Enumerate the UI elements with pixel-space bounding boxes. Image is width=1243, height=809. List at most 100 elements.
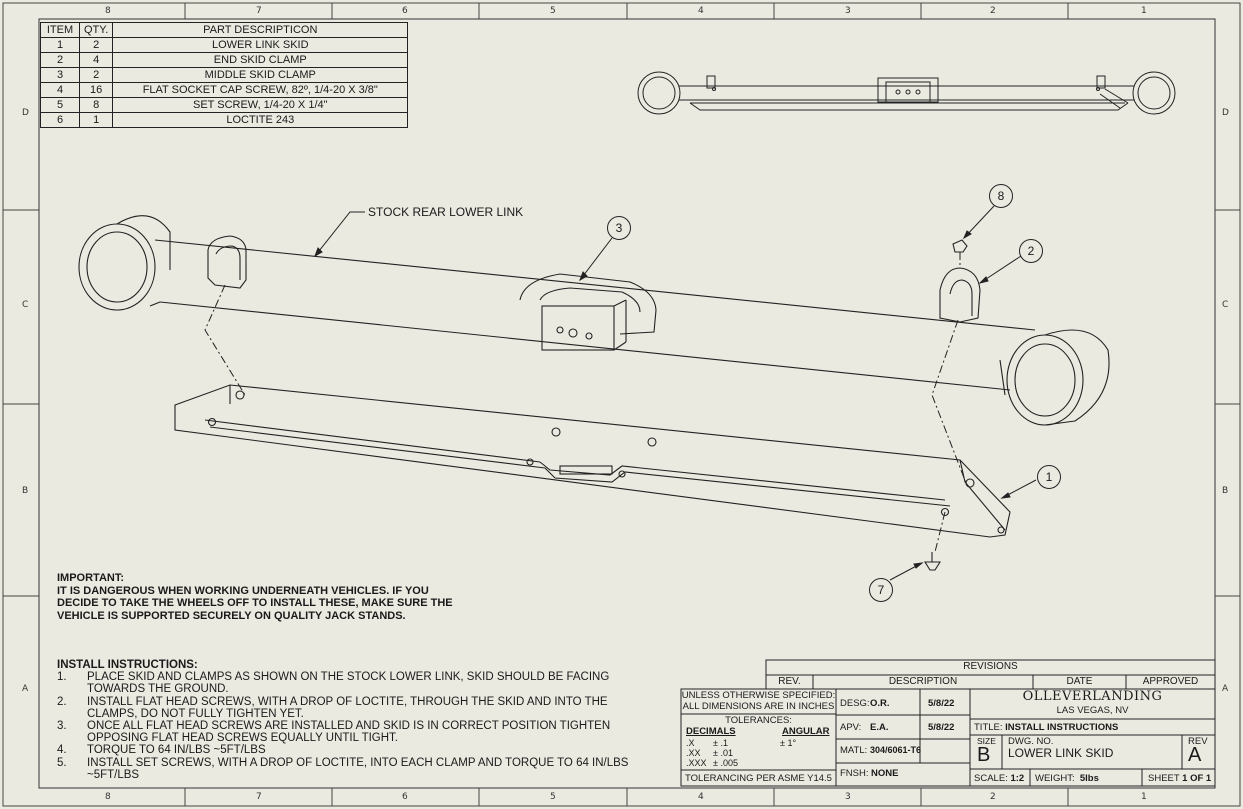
scale-label: SCALE:	[974, 773, 1008, 784]
install-step: 4.TORQUE TO 64 IN/LBS ~5FT/LBS	[57, 744, 667, 756]
zone-label-row: C	[22, 300, 29, 310]
bom-qty: 1	[78, 112, 114, 128]
revisions-title: REVISIONS	[963, 661, 1018, 672]
zone-label-col: 7	[256, 792, 262, 802]
dwg-number-value: LOWER LINK SKID	[1008, 746, 1114, 760]
tol-xxx-label: .XXX	[686, 758, 707, 768]
balloon-item-2: 2	[1019, 239, 1043, 263]
step-text: TORQUE TO 64 IN/LBS ~5FT/LBS	[87, 744, 266, 757]
zone-label-row: B	[1222, 486, 1229, 496]
step-text: PLACE SKID AND CLAMPS AS SHOWN ON THE ST…	[87, 671, 610, 684]
zone-label-row: A	[22, 684, 29, 694]
unless-specified: UNLESS OTHERWISE SPECIFIED: ALL DIMENSIO…	[681, 690, 836, 712]
scale: SCALE: 1:2	[974, 773, 1024, 784]
apv-value: E.A.	[870, 722, 889, 733]
isometric-assembly	[78, 215, 1110, 571]
size-label: SIZE	[977, 736, 996, 746]
bom-description: MIDDLE SKID CLAMP	[112, 67, 409, 83]
bom-header-description: PART DESCRIPTICON	[112, 22, 409, 38]
matl-value: 304/6061-T6	[870, 745, 922, 755]
revisions-header-approved: APPROVED	[1142, 676, 1199, 687]
balloon-item-1: 1	[1037, 465, 1061, 489]
step-text: CLAMPS, DO NOT FULLY TIGHTEN YET.	[87, 707, 304, 720]
safety-note-line: IT IS DANGEROUS WHEN WORKING UNDERNEATH …	[57, 584, 429, 597]
install-heading: INSTALL INSTRUCTIONS:	[57, 659, 198, 671]
sheet-value: 1 OF 1	[1182, 773, 1212, 784]
weight: WEIGHT: 5lbs	[1035, 773, 1099, 784]
install-step: 1. PLACE SKID AND CLAMPS AS SHOWN ON THE …	[57, 671, 667, 695]
scale-value: 1:2	[1010, 773, 1025, 784]
dwg-number-label: DWG. NO.	[1008, 736, 1054, 747]
step-text: INSTALL SET SCREWS, WITH A DROP OF LOCTI…	[87, 756, 629, 769]
weight-label: WEIGHT:	[1035, 773, 1075, 784]
drawing-title-value: INSTALL INSTRUCTIONS	[1005, 722, 1119, 733]
bom-description: LOCTITE 243	[112, 112, 409, 128]
revisions-header-date: DATE	[1066, 676, 1093, 687]
zone-label-col: 4	[698, 6, 704, 16]
zone-label-row: A	[1222, 684, 1229, 694]
sheet-label: SHEET	[1148, 773, 1180, 784]
bom-item: 1	[40, 37, 80, 53]
sheet: SHEET 1 OF 1	[1148, 773, 1211, 784]
step-number: 5.	[57, 756, 67, 769]
bom-qty: 2	[78, 37, 114, 53]
zone-label-col: 4	[698, 792, 704, 802]
unless-specified-line: ALL DIMENSIONS ARE IN INCHES	[682, 701, 835, 712]
company-location: LAS VEGAS, NV	[1056, 705, 1129, 716]
fnsh-value: NONE	[871, 768, 899, 779]
zone-label-col: 5	[550, 792, 556, 802]
rev-value: A	[1188, 744, 1202, 766]
bom-description: SET SCREW, 1/4-20 X 1/4"	[112, 97, 409, 113]
fnsh-label: FNSH:	[840, 768, 869, 779]
apv-label: APV:	[840, 722, 862, 733]
bom-item: 3	[40, 67, 80, 83]
balloon-item-3: 3	[607, 216, 631, 240]
bom-item: 6	[40, 112, 80, 128]
drawing-title: TITLE: INSTALL INSTRUCTIONS	[974, 722, 1118, 733]
tol-angular-value: ± 1°	[780, 738, 797, 748]
unless-specified-line: UNLESS OTHERWISE SPECIFIED:	[681, 690, 836, 701]
step-number: 3.	[57, 720, 67, 733]
zone-label-col: 6	[402, 792, 408, 802]
zone-label-row: C	[1222, 300, 1229, 310]
install-instructions: INSTALL INSTRUCTIONS: 1. PLACE SKID AND C…	[57, 659, 667, 781]
desg-label: DESG:	[840, 698, 870, 709]
zone-label-col: 6	[402, 6, 408, 16]
decimals-label: DECIMALS	[686, 726, 736, 737]
zone-label-col: 5	[550, 6, 556, 16]
tolerances-label: TOLERANCES:	[725, 715, 792, 726]
matl-label: MATL:	[840, 745, 868, 756]
safety-note-line: VEHICLE IS SUPPORTED SECURELY ON QUALITY…	[57, 609, 406, 622]
revisions-header-rev: REV.	[778, 676, 801, 687]
tol-xx-value: ± .01	[713, 748, 733, 758]
step-number: 1.	[57, 671, 67, 684]
zone-label-col: 1	[1141, 6, 1147, 16]
balloon-item-8: 8	[989, 184, 1013, 208]
step-text: ONCE ALL FLAT HEAD SCREWS ARE INSTALLED …	[87, 720, 611, 733]
bom-header-row: ITEM QTY. PART DESCRIPTICON	[40, 22, 409, 38]
install-step: 5. INSTALL SET SCREWS, WITH A DROP OF LOC…	[57, 757, 667, 781]
tol-x-label: .X	[686, 738, 695, 748]
top-view	[637, 71, 1176, 115]
zone-label-col: 2	[990, 6, 996, 16]
install-step: 2.INSTALL FLAT HEAD SCREWS, WITH A DROP …	[57, 696, 667, 720]
zone-label-col: 1	[1141, 792, 1147, 802]
tol-x-value: ± .1	[713, 738, 728, 748]
step-text: OPPOSING FLAT HEAD SCREWS EQUALLY UNTIL …	[87, 732, 398, 745]
revisions-header-description: DESCRIPTION	[888, 676, 958, 687]
step-number: 2.	[57, 695, 67, 708]
tol-xx-label: .XX	[686, 748, 701, 758]
bom-qty: 16	[78, 82, 114, 98]
bom-description: LOWER LINK SKID	[112, 37, 409, 53]
company-name: OLLEVERLANDING	[1022, 689, 1163, 704]
bom-description: END SKID CLAMP	[112, 52, 409, 68]
stock-link-callout: STOCK REAR LOWER LINK	[368, 205, 524, 219]
bom-description: FLAT SOCKET CAP SCREW, 82º, 1/4-20 X 3/8…	[112, 82, 409, 98]
